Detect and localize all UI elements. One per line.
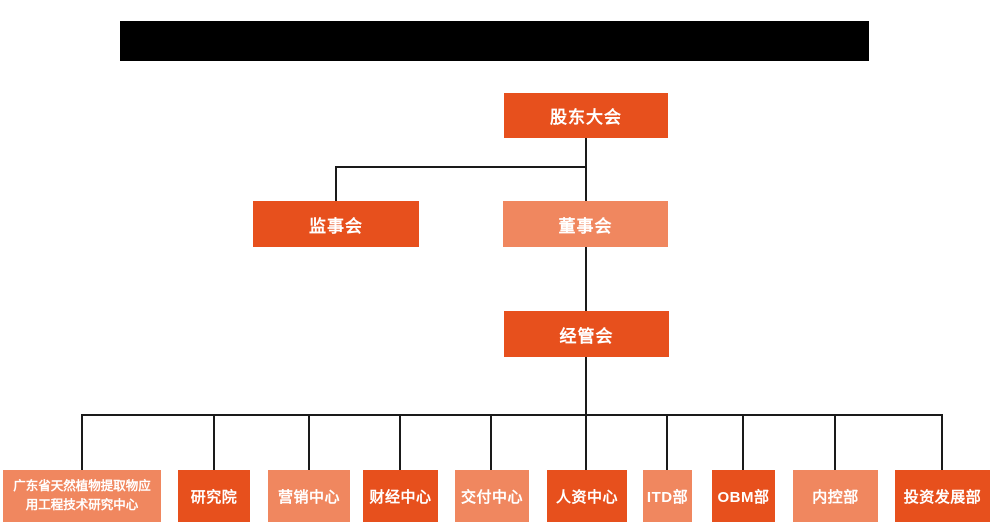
connector-line <box>81 414 83 470</box>
connector-line <box>308 414 310 470</box>
org-node-label: OBM部 <box>717 488 770 506</box>
connector-line <box>666 414 668 470</box>
org-node-investment-dev-dept: 投资发展部 <box>895 470 990 522</box>
connector-line <box>81 414 943 416</box>
org-node-label: 股东大会 <box>550 108 622 127</box>
org-node-board-of-directors: 董事会 <box>503 201 668 247</box>
connector-line <box>399 414 401 470</box>
org-node-label: 人资中心 <box>555 488 618 506</box>
org-node-label: 内控部 <box>812 488 859 506</box>
redacted-title-bar <box>120 21 869 61</box>
org-node-research-institute: 研究院 <box>178 470 250 522</box>
org-node-obm-dept: OBM部 <box>712 470 775 522</box>
connector-line <box>585 414 587 470</box>
connector-line <box>490 414 492 470</box>
org-node-label: 研究院 <box>190 488 238 506</box>
connector-line <box>941 414 943 470</box>
org-node-internal-control-dept: 内控部 <box>793 470 878 522</box>
connector-line <box>742 414 744 470</box>
org-node-marketing-center: 营销中心 <box>268 470 350 522</box>
connector-line <box>585 247 587 311</box>
org-node-gd-research-center: 广东省天然植物提取物应 用工程技术研究中心 <box>3 470 161 522</box>
org-node-management-committee: 经管会 <box>504 311 669 357</box>
org-node-label: 监事会 <box>309 216 363 236</box>
org-node-label-line1: 广东省天然植物提取物应 <box>13 479 151 494</box>
org-node-label: 交付中心 <box>460 488 523 506</box>
org-node-delivery-center: 交付中心 <box>455 470 529 522</box>
org-node-label: ITD部 <box>646 488 689 506</box>
connector-line <box>213 414 215 470</box>
connector-line <box>585 357 587 416</box>
connector-line <box>335 166 337 201</box>
org-node-label: 财经中心 <box>369 488 432 506</box>
connector-line <box>335 166 587 168</box>
connector-line <box>585 138 587 201</box>
org-node-label: 投资发展部 <box>903 488 982 506</box>
org-node-shareholders-meeting: 股东大会 <box>504 93 668 138</box>
org-node-supervisory-board: 监事会 <box>253 201 419 247</box>
org-node-label: 董事会 <box>558 216 613 236</box>
org-node-label-line2: 用工程技术研究中心 <box>25 498 139 512</box>
org-node-label: 营销中心 <box>277 488 340 506</box>
org-node-finance-center: 财经中心 <box>363 470 438 522</box>
connector-line <box>834 414 836 470</box>
org-node-itd-dept: ITD部 <box>643 470 692 522</box>
org-node-hr-center: 人资中心 <box>547 470 627 522</box>
org-node-label: 经管会 <box>559 326 614 346</box>
